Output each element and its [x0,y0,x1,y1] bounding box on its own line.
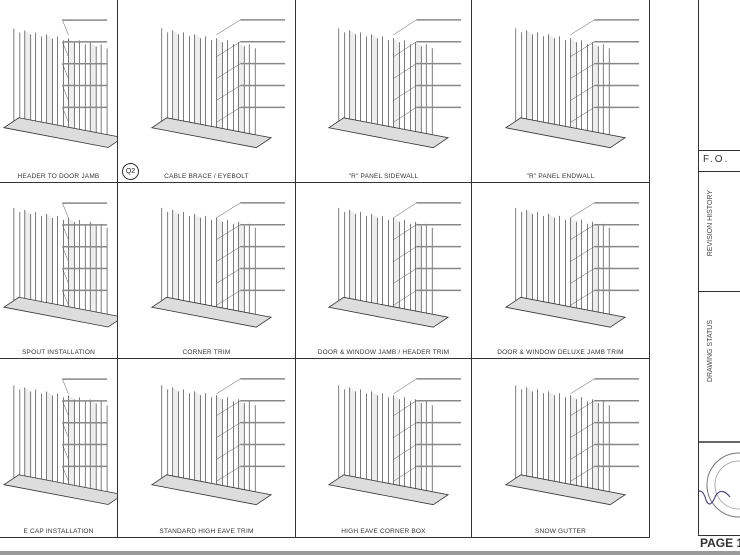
detail-drawing [504,202,640,328]
title-block: F.O. REVISION HISTORY DRAWING STATUS [698,0,740,535]
detail-6: CORNER TRIM [118,183,296,359]
divider [699,290,740,292]
detail-caption: SPOUT INSTALLATION [22,349,95,356]
detail-10: STANDARD HIGH EAVE TRIM [118,359,296,538]
detail-marker: Q2 [122,163,139,180]
detail-drawing [150,19,286,149]
detail-drawing [327,378,462,506]
detail-8: DOOR & WINDOW DELUXE JAMB TRIM [472,183,650,359]
detail-7: DOOR & WINDOW JAMB / HEADER TRIM [296,183,472,359]
detail-12: SNOW GUTTER [472,359,650,538]
detail-caption: CORNER TRIM [182,349,231,356]
detail-1: HEADER TO DOOR JAMB [0,0,118,183]
detail-2: CABLE BRACE / EYEBOLT Q2 [118,0,296,183]
detail-caption: DOOR & WINDOW DELUXE JAMB TRIM [497,349,624,356]
detail-caption: STANDARD HIGH EAVE TRIM [159,528,254,535]
company-name: F.O. [703,154,730,165]
detail-drawing [150,202,286,328]
detail-drawing [327,202,462,328]
detail-3: "R" PANEL SIDEWALL [296,0,472,183]
detail-caption: "R" PANEL ENDWALL [526,173,595,180]
detail-caption: "R" PANEL SIDEWALL [348,173,419,180]
detail-4: "R" PANEL ENDWALL [472,0,650,183]
engineer-seal [699,441,740,518]
detail-caption: HIGH EAVE CORNER BOX [341,528,426,535]
detail-11: HIGH EAVE CORNER BOX [296,359,472,538]
logo-box [699,0,740,151]
detail-drawing [2,378,117,505]
detail-drawing [150,378,286,506]
detail-drawing [327,19,462,149]
drawing-status-label: DRAWING STATUS [707,320,714,383]
page-number: PAGE 1 [698,535,740,550]
detail-9: E CAP INSTALLATION [0,359,118,538]
detail-5: SPOUT INSTALLATION [0,183,118,359]
detail-caption: E CAP INSTALLATION [23,528,94,535]
detail-caption: SNOW GUTTER [535,528,586,535]
detail-caption: DOOR & WINDOW JAMB / HEADER TRIM [317,349,450,356]
bottom-edge [0,551,740,555]
detail-caption: HEADER TO DOOR JAMB [17,173,100,180]
revision-history-label: REVISION HISTORY [707,190,714,257]
detail-drawing [2,19,117,148]
detail-caption: CABLE BRACE / EYEBOLT [164,173,249,180]
detail-drawing [504,378,640,506]
detail-drawing [2,202,117,328]
divider [699,170,740,172]
detail-drawing [504,19,640,149]
